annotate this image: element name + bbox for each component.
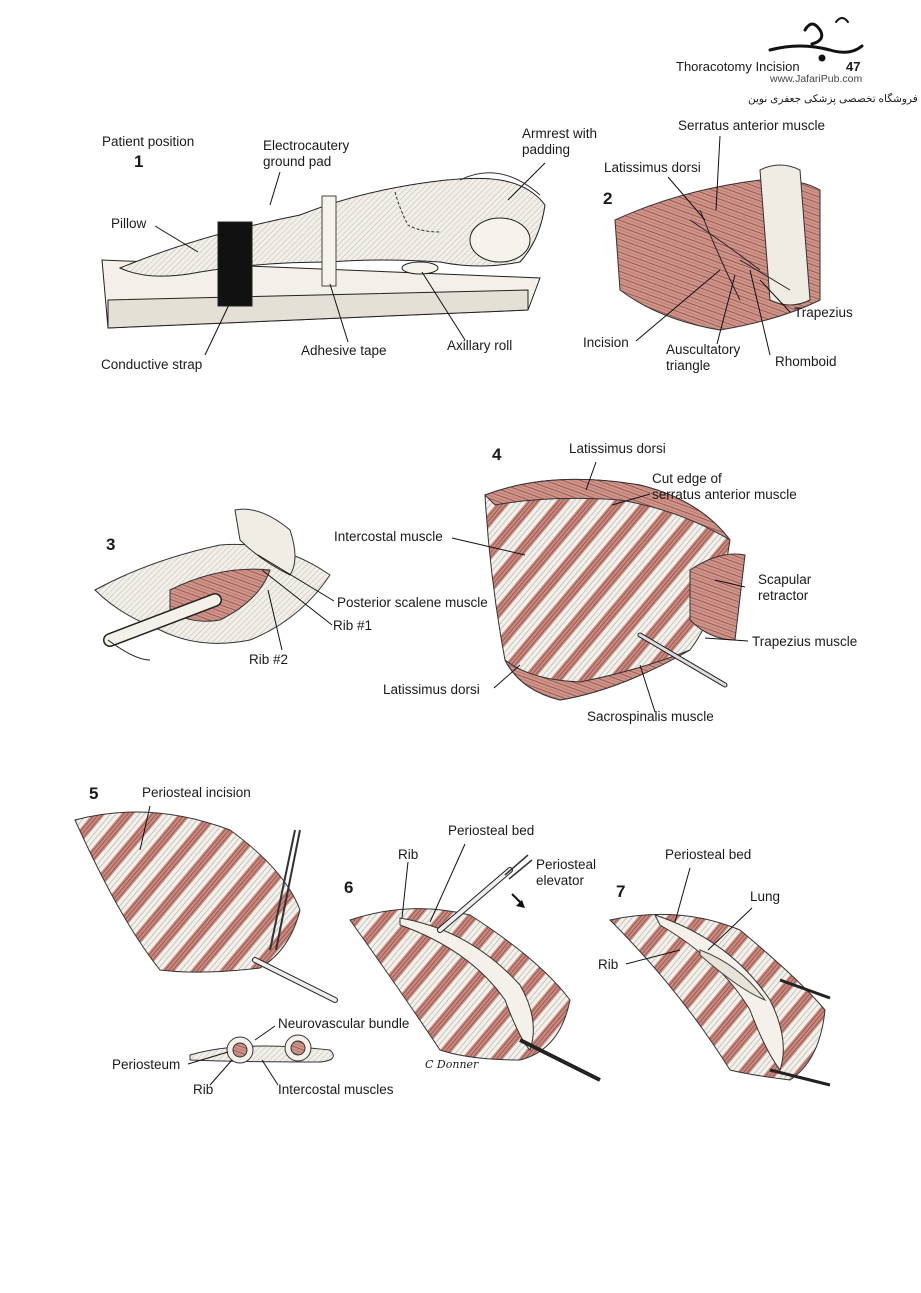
fig5-drawing — [74, 811, 338, 1064]
running-title: Thoracotomy Incision — [676, 59, 800, 74]
fig6-arrow — [511, 893, 525, 908]
label-adhesive-tape: Adhesive tape — [301, 343, 387, 358]
label-periosteal-bed-fig7: Periosteal bed — [665, 847, 752, 862]
artist-signature: C Donner — [425, 1058, 479, 1071]
label-neurovascular-bundle: Neurovascular bundle — [278, 1016, 410, 1031]
label-auscultatory-triangle: Auscultatory triangle — [666, 342, 741, 373]
label-rib-fig5: Rib — [193, 1082, 214, 1097]
fig6-drawing — [349, 854, 601, 1082]
label-sacrospinalis: Sacrospinalis muscle — [587, 709, 714, 724]
label-periosteal-incision: Periosteal incision — [142, 785, 251, 800]
label-rib-fig7: Rib — [598, 957, 619, 972]
figure-number-4: 4 — [492, 445, 502, 464]
label-latissimus-dorsi-fig2: Latissimus dorsi — [604, 160, 701, 175]
fig4-drawing — [484, 478, 746, 701]
label-intercostal-muscle: Intercostal muscle — [334, 529, 443, 544]
label-periosteal-bed-fig6: Periosteal bed — [448, 823, 535, 838]
figure-number-2: 2 — [603, 189, 613, 208]
label-posterior-scalene: Posterior scalene muscle — [337, 595, 488, 610]
label-rib-2: Rib #2 — [249, 652, 289, 667]
label-intercostal-muscles: Intercostal muscles — [278, 1082, 394, 1097]
leader-lines — [139, 135, 791, 1086]
figure-number-6: 6 — [344, 878, 354, 897]
figure-number-7: 7 — [616, 882, 626, 901]
label-trapezius-muscle: Trapezius muscle — [752, 634, 858, 649]
publisher-url: www.JafariPub.com — [770, 73, 863, 85]
label-rib-fig6: Rib — [398, 847, 419, 862]
label-cut-edge-serratus: Cut edge of serratus anterior muscle — [652, 471, 797, 502]
label-periosteal-elevator: Periosteal elevator — [536, 857, 597, 888]
figure-number-5: 5 — [89, 784, 99, 803]
label-conductive-strap: Conductive strap — [101, 357, 203, 372]
label-incision: Incision — [583, 335, 629, 350]
label-latissimus-dorsi-top: Latissimus dorsi — [569, 441, 666, 456]
page-number: 47 — [846, 59, 861, 74]
label-latissimus-dorsi-bottom: Latissimus dorsi — [383, 682, 480, 697]
publisher-logo — [768, 17, 864, 62]
label-patient-position: Patient position — [102, 134, 195, 149]
label-electrocautery-ground-pad: Electrocautery ground pad — [263, 138, 350, 169]
figure-number-3: 3 — [106, 535, 116, 554]
fig1-drawing — [101, 172, 546, 329]
label-rib-1: Rib #1 — [333, 618, 373, 633]
fig7-drawing — [608, 913, 831, 1087]
fig3-drawing — [94, 508, 331, 661]
figure-number-1: 1 — [134, 152, 144, 171]
label-rhomboid: Rhomboid — [775, 354, 837, 369]
label-scapular-retractor: Scapular retractor — [758, 572, 812, 603]
label-serratus-anterior: Serratus anterior muscle — [678, 118, 826, 133]
label-periosteum: Periosteum — [112, 1057, 181, 1072]
label-trapezius: Trapezius — [794, 305, 853, 320]
label-axillary-roll: Axillary roll — [447, 338, 513, 353]
label-pillow: Pillow — [111, 216, 147, 231]
publisher-name: فروشگاه تخصصی پزشکی جعفری نوین — [748, 93, 918, 105]
fig2-drawing — [614, 164, 821, 331]
label-lung: Lung — [750, 889, 781, 904]
label-armrest: Armrest with padding — [522, 126, 598, 157]
